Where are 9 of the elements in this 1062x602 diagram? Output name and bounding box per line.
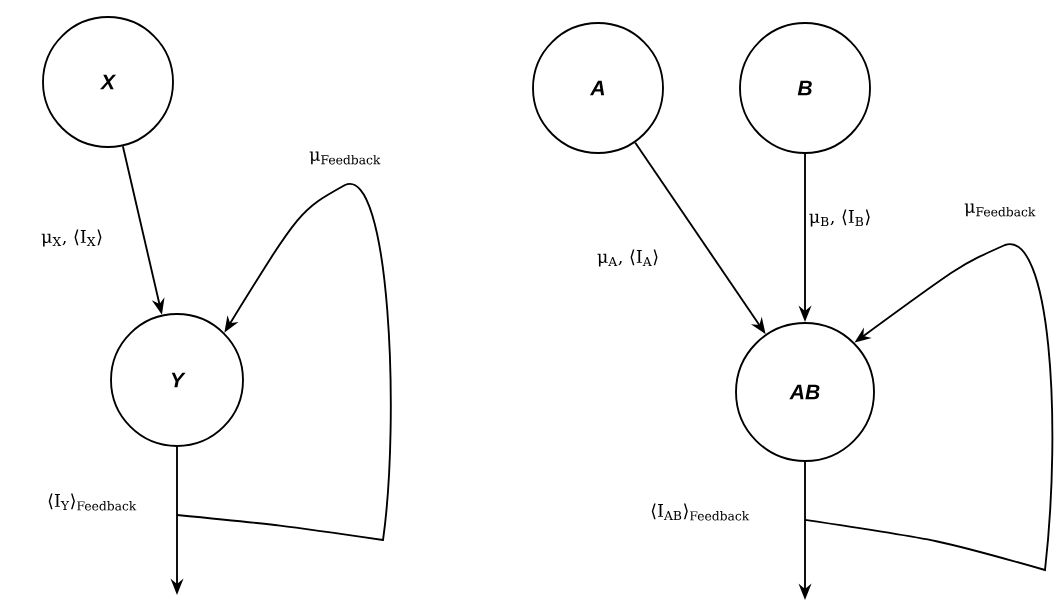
edge-label: ⟨I$_{Y}$⟩$_{Feedback}$ — [45, 492, 139, 512]
edge-label: μ$_{X}$, ⟨I$_{X}$⟩ — [39, 228, 105, 248]
edge-label: ⟨I$_{AB}$⟩$_{Feedback}$ — [649, 502, 751, 522]
edge-label: μ$_{Feedback}$ — [962, 202, 1038, 218]
edge-label: μ$_{A}$, ⟨I$_{A}$⟩ — [595, 248, 661, 268]
arrow — [176, 184, 392, 541]
edge-label: μ$_{Feedback}$ — [307, 150, 383, 166]
edge-label: μ$_{B}$, ⟨I$_{B}$⟩ — [807, 208, 873, 228]
arrow — [804, 244, 1054, 571]
